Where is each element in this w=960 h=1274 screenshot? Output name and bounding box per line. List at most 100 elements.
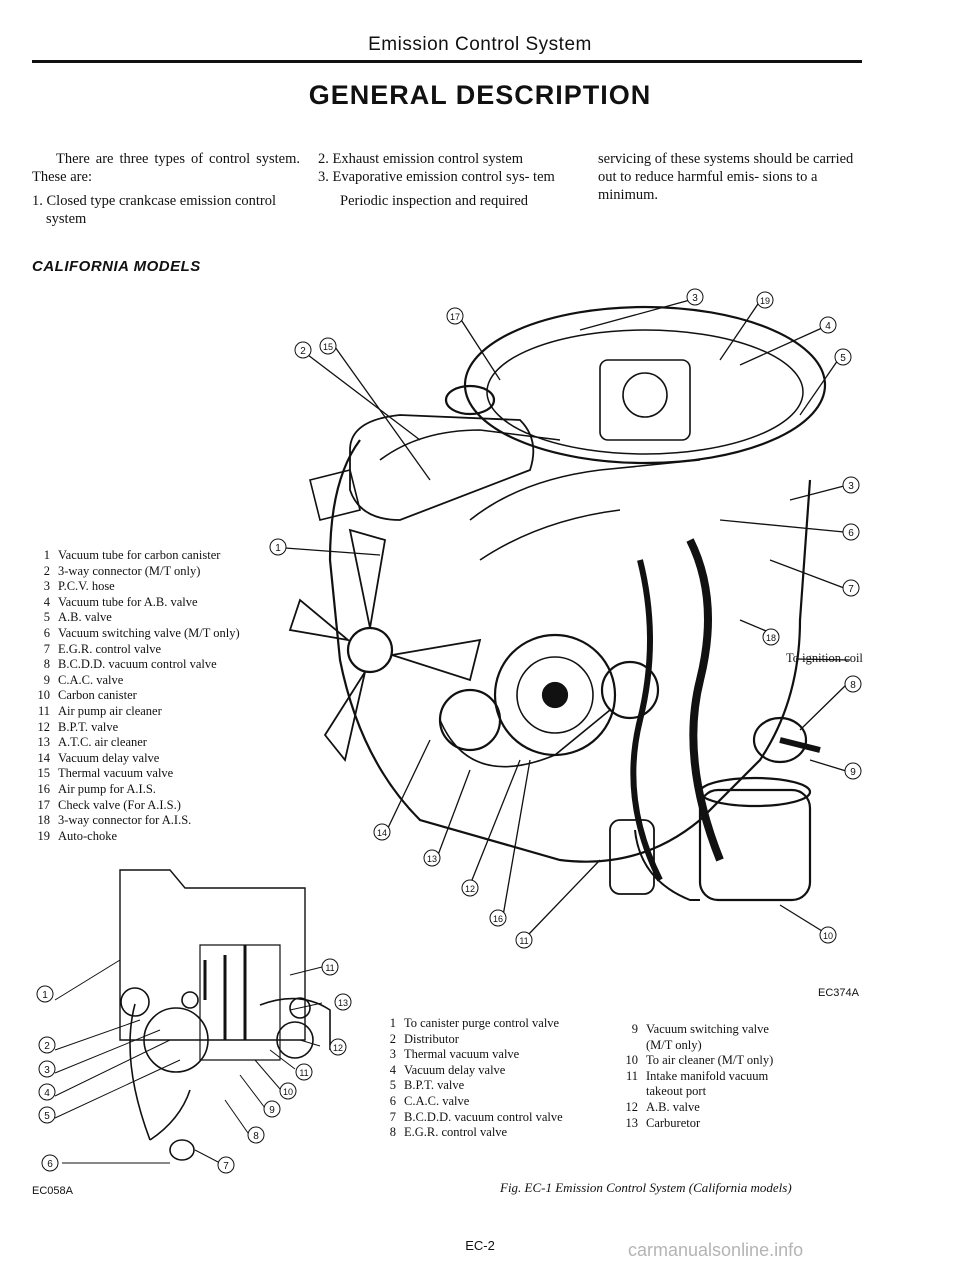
legend-number: 14 bbox=[37, 750, 51, 765]
legend-number: 11 bbox=[37, 703, 50, 718]
legend-item: 5 A.B. valve bbox=[32, 610, 297, 626]
legend-label: 3-way connector for A.I.S. bbox=[58, 813, 192, 828]
small-callout-10: 10 bbox=[283, 1087, 293, 1097]
legend-item: 3 P.C.V. hose bbox=[32, 579, 297, 595]
callout-19: 19 bbox=[760, 296, 770, 306]
legend-item: 13 A.T.C. air cleaner bbox=[32, 735, 297, 751]
small-figure-code: EC058A bbox=[32, 1185, 74, 1197]
legend-number: 9 bbox=[43, 672, 50, 687]
legend-label: Vacuum delay valve bbox=[58, 750, 160, 765]
callout-13: 13 bbox=[427, 854, 437, 864]
callout-9: 9 bbox=[850, 767, 856, 778]
legend-item: 11 Air pump air cleaner bbox=[32, 704, 297, 720]
intro-paragraph-2: Periodic inspection and required bbox=[340, 193, 529, 209]
page-number: EC-2 bbox=[465, 1238, 495, 1253]
callout-3b: 3 bbox=[848, 481, 854, 492]
intro-paragraph: There are three types of control system.… bbox=[32, 151, 300, 185]
legend-number: 16 bbox=[37, 781, 51, 796]
callout-15: 15 bbox=[323, 342, 333, 352]
callout-4: 4 bbox=[825, 321, 831, 332]
legend-item: 4 Vacuum tube for A.B. valve bbox=[32, 595, 297, 611]
small-callout-12: 12 bbox=[333, 1043, 343, 1053]
small-callout-4: 4 bbox=[44, 1088, 50, 1099]
legend-label: Carbon canister bbox=[58, 688, 137, 703]
callout-3: 3 bbox=[692, 293, 698, 304]
intro-column-1: There are three types of control system.… bbox=[32, 150, 300, 228]
legend-label: B.P.T. valve bbox=[58, 719, 119, 734]
callout-14: 14 bbox=[377, 828, 387, 838]
small-callout-7: 7 bbox=[223, 1161, 229, 1172]
legend-number: 13 bbox=[37, 735, 51, 750]
legend-number: 4 bbox=[43, 594, 50, 609]
legend-number: 1 bbox=[43, 548, 50, 562]
legend-label: Thermal vacuum valve bbox=[58, 766, 174, 781]
legend-number: 18 bbox=[37, 813, 51, 828]
callout-7: 7 bbox=[848, 584, 854, 595]
small-callout-5: 5 bbox=[44, 1111, 50, 1122]
small-callout-11: 11 bbox=[325, 963, 334, 973]
callout-17: 17 bbox=[450, 312, 460, 322]
legend-item: 1 Vacuum tube for carbon canister bbox=[32, 548, 297, 564]
callout-16: 16 bbox=[493, 914, 503, 924]
intro-item-1: 1. Closed type crankcase emission contro… bbox=[32, 193, 277, 227]
callout-10: 10 bbox=[823, 931, 833, 941]
legend-item: 8 B.C.D.D. vacuum control valve bbox=[32, 657, 297, 673]
legend-item: takeout port bbox=[646, 1084, 707, 1099]
small-callout-3: 3 bbox=[44, 1065, 50, 1076]
legend-label: A.B. valve bbox=[58, 610, 112, 625]
callout-2: 2 bbox=[300, 346, 306, 357]
legend-item: 10 Carbon canister bbox=[32, 688, 297, 704]
legend-label: Vacuum tube for carbon canister bbox=[58, 548, 221, 562]
legend-number: 3 bbox=[43, 579, 50, 594]
legend-number: 8 bbox=[43, 657, 50, 672]
callout-5: 5 bbox=[840, 353, 846, 364]
legend-number: 10 bbox=[37, 688, 51, 703]
callout-6: 6 bbox=[848, 528, 854, 539]
legend-label: Vacuum tube for A.B. valve bbox=[58, 594, 198, 609]
legend-number: 2 bbox=[43, 563, 50, 578]
ignition-coil-label: To ignition coil bbox=[786, 651, 863, 665]
small-callout-9: 9 bbox=[269, 1105, 275, 1116]
running-header: Emission Control System bbox=[368, 34, 592, 55]
legend-label: A.T.C. air cleaner bbox=[58, 735, 147, 750]
legend-number: 7 bbox=[43, 641, 50, 656]
legend-label: P.C.V. hose bbox=[58, 579, 115, 594]
legend-number: 12 bbox=[37, 719, 51, 734]
legend-label: E.G.R. control valve bbox=[58, 641, 162, 656]
intro-item-2: 2. Exhaust emission control system bbox=[318, 151, 523, 167]
small-callout-6: 6 bbox=[47, 1159, 53, 1170]
intro-item-3: 3. Evaporative emission control sys- tem bbox=[318, 169, 555, 185]
legend-item: 12 B.P.T. valve bbox=[32, 720, 297, 736]
legend-label: Check valve (For A.I.S.) bbox=[58, 797, 181, 812]
callout-11: 11 bbox=[519, 936, 528, 946]
callout-12: 12 bbox=[465, 884, 475, 894]
legend-number: 5 bbox=[43, 610, 50, 625]
legend-label: Air pump air cleaner bbox=[58, 703, 162, 718]
callout-1: 1 bbox=[275, 543, 281, 554]
legend-label: B.C.D.D. vacuum control valve bbox=[58, 657, 217, 672]
watermark-text: carmanualsonline.info bbox=[628, 1240, 804, 1260]
subheading: CALIFORNIA MODELS bbox=[32, 258, 201, 275]
small-callout-8: 8 bbox=[253, 1131, 259, 1142]
callout-18: 18 bbox=[766, 633, 776, 643]
